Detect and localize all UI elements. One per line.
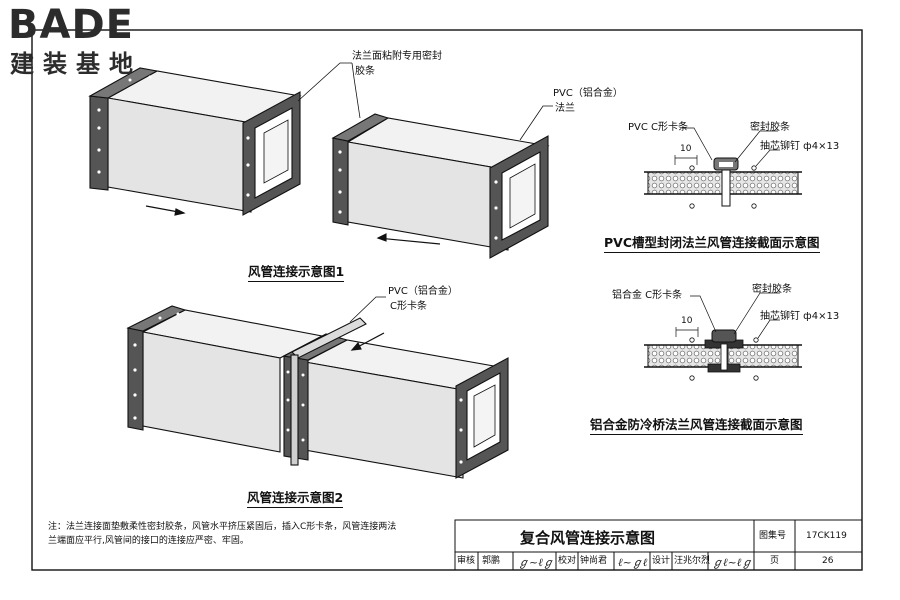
- label-c-clip: C形卡条: [390, 301, 427, 312]
- title-block-grid: [454, 519, 863, 571]
- duct-illustration-3: [126, 305, 509, 479]
- logo-brand: BADE: [8, 2, 134, 48]
- label-seal-strip-2: 密封胶条: [752, 284, 792, 295]
- dimension-1: 10: [680, 144, 692, 154]
- duct-illustration-2: [331, 113, 550, 259]
- check-label: 校对: [558, 556, 577, 566]
- logo-subtitle: 建装基地: [10, 50, 142, 78]
- designer-signature: ℊℓ~ℓℊ: [712, 556, 753, 569]
- duct-illustration-1: [88, 67, 302, 216]
- page-label: 页: [770, 556, 780, 566]
- label-pvc-alloy-2: PVC（铝合金）: [388, 286, 458, 297]
- drawing-frame: [31, 29, 863, 571]
- label-seal-strip-1: 密封胶条: [750, 122, 790, 133]
- caption-diagram-2: 风管连接示意图2: [247, 487, 344, 508]
- design-label: 设计: [652, 556, 671, 566]
- checker-signature: ℓ~ℊℓ: [618, 556, 648, 569]
- title-block-title: 复合风管连接示意图: [520, 529, 656, 547]
- atlas-label: 图集号: [759, 531, 787, 541]
- label-rivet-1: 抽芯铆钉 ф4×13: [760, 141, 840, 152]
- dimension-2: 10: [681, 316, 693, 326]
- brand-logo: BADE 建装基地: [8, 4, 178, 80]
- label-flange: 法兰: [555, 103, 575, 114]
- caption-section-pvc: PVC槽型封闭法兰风管连接截面示意图: [604, 232, 820, 253]
- page-number: 26: [822, 556, 834, 566]
- label-flange-seal: 法兰面粘附专用密封: [352, 51, 442, 62]
- leader-lines-top: [297, 62, 553, 141]
- leader-lines-bottom: [349, 296, 386, 323]
- section-detail-pvc: [644, 127, 802, 209]
- label-rivet-2: 抽芯铆钉 ф4×13: [760, 311, 840, 322]
- label-pvc-c-clip: PVC C形卡条: [628, 122, 689, 133]
- reviewer-name: 郭鹏: [482, 556, 501, 566]
- checker-name: 钟尚君: [580, 556, 608, 566]
- reviewer-signature: ℊ~ℓℊ: [518, 556, 554, 569]
- caption-section-alloy: 铝合金防冷桥法兰风管连接截面示意图: [590, 414, 803, 435]
- caption-diagram-1: 风管连接示意图1: [248, 261, 345, 282]
- designer-name: 汪兆尔烈: [674, 556, 711, 566]
- review-label: 审核: [457, 556, 476, 566]
- label-pvc-alloy-1: PVC（铝合金）: [553, 88, 623, 99]
- label-flange-seal-2: 胶条: [355, 66, 375, 77]
- label-alloy-c-clip: 铝合金 C形卡条: [612, 290, 683, 301]
- section-detail-alloy: [644, 292, 802, 381]
- drawing-note: 注：法兰连接面垫敷柔性密封胶条，风管水平挤压紧固后，插入C形卡条，风管连接两法兰…: [48, 522, 397, 546]
- atlas-number: 17CK119: [806, 531, 847, 541]
